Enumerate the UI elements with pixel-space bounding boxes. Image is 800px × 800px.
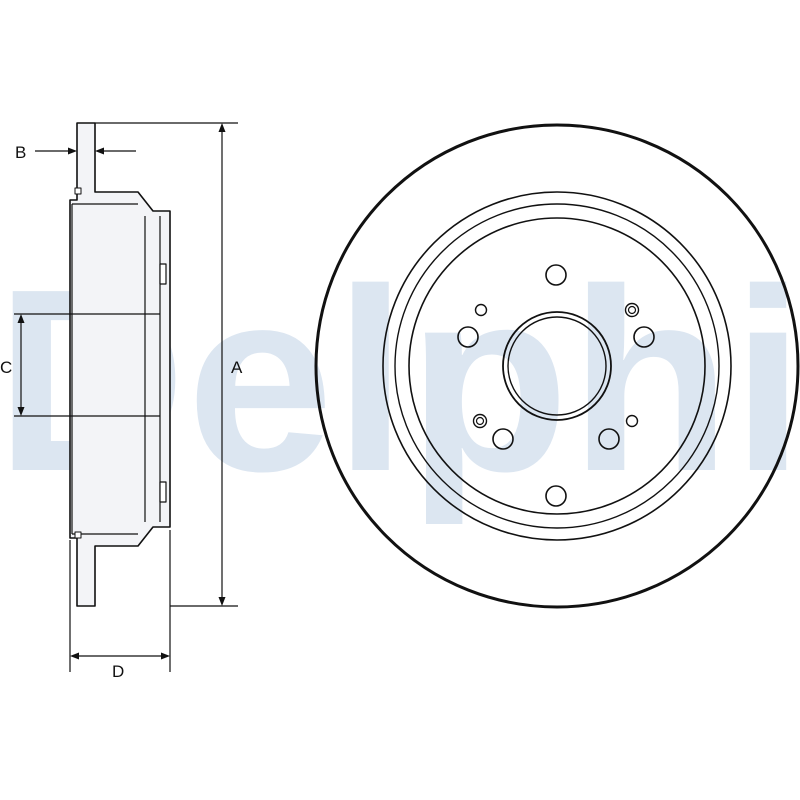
disc-side-view — [69, 122, 171, 607]
screw-hole-inner — [627, 305, 637, 315]
hub-notch-top — [159, 263, 167, 285]
screw-hole-outer — [624, 302, 640, 318]
arrow-c-bottom — [17, 407, 25, 416]
groove-top — [74, 187, 82, 195]
screw-hole-inner — [475, 416, 485, 426]
bolt-hole — [457, 326, 479, 348]
arrow-b-right — [95, 147, 104, 155]
arrow-d-left — [70, 652, 79, 660]
arrow-b-left — [68, 147, 77, 155]
dim-label-c: C — [0, 358, 12, 377]
center-bore-inner — [507, 316, 607, 416]
disc-front-view — [314, 123, 800, 609]
arrow-a-bottom — [218, 597, 226, 606]
arrow-d-right — [161, 652, 170, 660]
friction-ring-inner-1 — [382, 191, 732, 541]
disc-outer-edge — [314, 123, 800, 609]
small-hole — [625, 414, 639, 428]
dimension-arrowheads — [17, 123, 226, 660]
bolt-hole — [598, 428, 620, 450]
dim-label-d: D — [112, 662, 124, 681]
bolt-hole — [492, 428, 514, 450]
hat-edge — [408, 217, 706, 515]
arrow-a-top — [218, 123, 226, 132]
bolt-hole — [633, 326, 655, 348]
hub-notch-bottom — [159, 481, 167, 503]
bolt-hole — [545, 264, 567, 286]
small-hole — [474, 303, 488, 317]
dim-label-a: A — [231, 358, 243, 377]
friction-ring-inner-2 — [394, 203, 720, 529]
dimension-lines — [14, 122, 238, 672]
arrow-c-top — [17, 314, 25, 323]
groove-bottom — [74, 531, 82, 539]
screw-hole-outer — [472, 413, 488, 429]
dim-label-b: B — [15, 143, 26, 162]
center-bore-outer — [502, 311, 612, 421]
bolt-hole — [545, 485, 567, 507]
